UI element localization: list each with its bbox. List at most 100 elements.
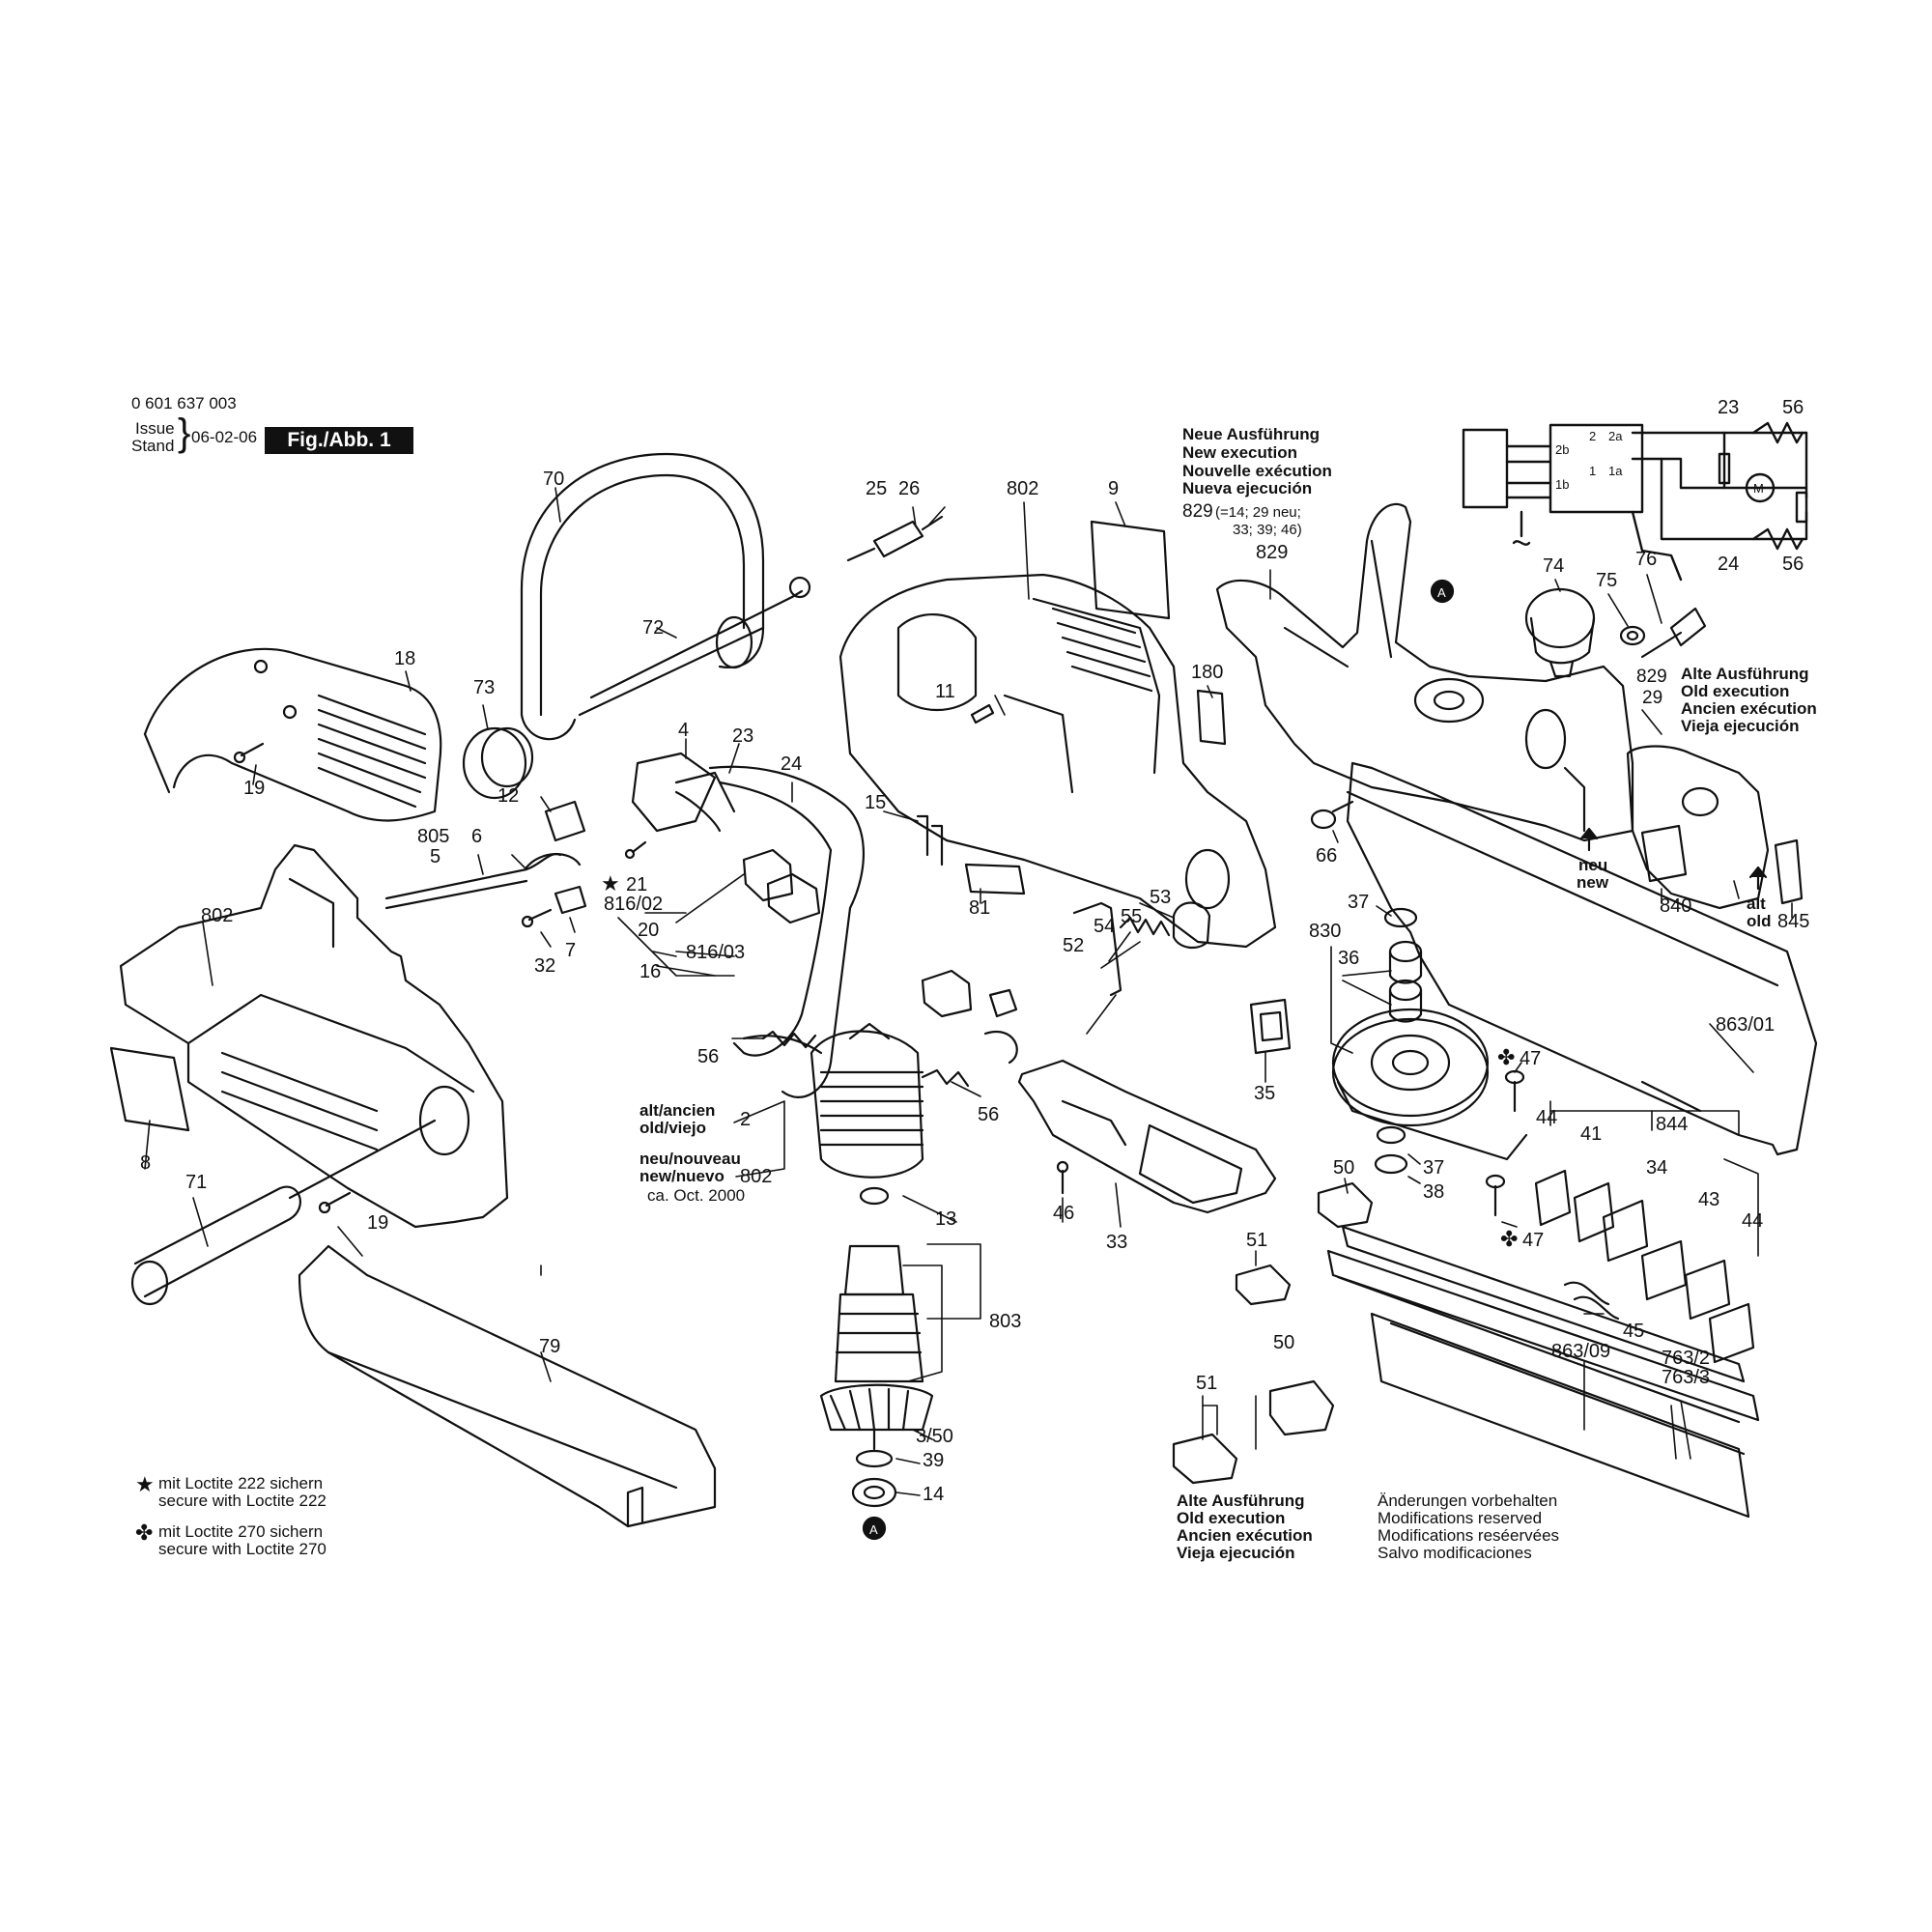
label-863-01: 863/01 xyxy=(1716,1014,1775,1036)
label-52: 52 xyxy=(1063,935,1084,956)
label-180-drawing xyxy=(1196,689,1227,746)
label-76: 76 xyxy=(1635,549,1657,570)
screw-47b-drawing xyxy=(1485,1174,1506,1217)
knob-74-drawing xyxy=(1524,587,1596,678)
part-53-drawing xyxy=(1172,901,1211,950)
label-72: 72 xyxy=(642,617,664,639)
label-44b: 44 xyxy=(1742,1210,1763,1232)
label-44a: 44 xyxy=(1536,1107,1557,1128)
label-26: 26 xyxy=(898,478,920,499)
label-73: 73 xyxy=(473,677,495,698)
lower-housing-drawing xyxy=(119,843,509,1229)
knob-drawing xyxy=(462,726,534,800)
brush-spring-left-drawing xyxy=(742,1030,823,1055)
label-2: 2 xyxy=(740,1109,751,1130)
label-16: 16 xyxy=(639,961,661,982)
washer-37-drawing xyxy=(1374,1125,1408,1175)
label-35: 35 xyxy=(1254,1083,1275,1104)
screw-21-drawing xyxy=(624,840,647,860)
cross-symbol: ✤ xyxy=(135,1520,154,1545)
label-cross-b: ✤ xyxy=(1500,1227,1518,1251)
old-execution-de: Alte Ausführung xyxy=(1681,665,1809,683)
label-863-09: 863/09 xyxy=(1551,1341,1610,1362)
saw-blade-drawing xyxy=(1346,761,1818,1156)
label-802a: 802 xyxy=(201,905,233,926)
wiring-label-56-top: 56 xyxy=(1782,397,1804,418)
screw-19a-drawing xyxy=(233,742,265,764)
label-50a: 50 xyxy=(1333,1157,1354,1179)
old-execution-en: Old execution xyxy=(1681,682,1790,700)
label-19a: 19 xyxy=(243,778,265,799)
label-24: 24 xyxy=(781,753,802,775)
stand-label: Stand xyxy=(131,437,175,455)
base-plate-drawing xyxy=(1017,1059,1277,1214)
label-816-03: 816/03 xyxy=(686,942,745,963)
label-830: 830 xyxy=(1309,921,1341,942)
label-21: 21 xyxy=(626,874,647,895)
motor-symbol: M xyxy=(1753,481,1764,496)
screw-46-drawing xyxy=(1056,1160,1069,1195)
bottom-old-execution-fr: Ancien exécution xyxy=(1177,1526,1313,1545)
spring-54-drawing xyxy=(1119,916,1171,937)
old-execution-fr: Ancien exécution xyxy=(1681,699,1817,718)
upper-housing-drawing xyxy=(838,573,1277,949)
label-56b: 56 xyxy=(978,1104,999,1125)
screw-19b-drawing xyxy=(318,1191,352,1214)
label-53: 53 xyxy=(1150,887,1171,908)
label-805: 805 xyxy=(417,826,449,847)
stator-old-1: alt/ancien xyxy=(639,1101,716,1120)
old-guide-drawing xyxy=(1626,745,1770,910)
label-845: 845 xyxy=(1777,911,1809,932)
label-71: 71 xyxy=(185,1172,207,1193)
modifications-en: Modifications reserved xyxy=(1378,1509,1543,1527)
issue-date: 06-02-06 xyxy=(191,428,258,446)
new-execution-de: Neue Ausführung xyxy=(1182,425,1320,443)
terminal-2a: 2a xyxy=(1608,429,1623,443)
label-50b: 50 xyxy=(1273,1332,1294,1353)
switch-drawing xyxy=(544,752,736,842)
long-screw-drawing xyxy=(589,576,811,699)
capacitor-drawing xyxy=(846,515,944,562)
label-19b: 19 xyxy=(367,1212,388,1234)
figure-label: Fig./Abb. 1 xyxy=(265,427,413,454)
label-3-50: 3/50 xyxy=(916,1426,953,1447)
label-47a: 47 xyxy=(1520,1048,1541,1069)
brush-holder-drawing xyxy=(742,848,821,924)
label-51b: 51 xyxy=(1196,1373,1217,1394)
legend-star-de: mit Loctite 222 sichern xyxy=(158,1474,324,1492)
screw-32-drawing xyxy=(521,908,553,928)
spring-845-drawing xyxy=(1774,838,1804,905)
new-execution-es: Nueva ejecución xyxy=(1182,479,1313,497)
armature-drawing xyxy=(819,1186,934,1508)
new-kit-contents-1: (=14; 29 neu; xyxy=(1215,504,1301,521)
old-kit-part: 29 xyxy=(1642,688,1663,708)
label-844: 844 xyxy=(1656,1114,1688,1135)
label-47b: 47 xyxy=(1522,1230,1544,1251)
saw-guide-drawing xyxy=(1215,502,1634,842)
terminal-1: 1 xyxy=(1589,464,1596,478)
label-74: 74 xyxy=(1543,555,1564,577)
new-kit-contents-2: 33; 39; 46) xyxy=(1233,522,1302,538)
base-rail-drawing xyxy=(298,1244,717,1528)
label-43: 43 xyxy=(1698,1189,1719,1210)
stator-old-2: old/viejo xyxy=(639,1119,706,1137)
star-symbol: ★ xyxy=(135,1472,155,1496)
part-50a-drawing xyxy=(1317,1181,1374,1229)
rail-763-drawing xyxy=(1370,1312,1750,1519)
handle-bow-drawing xyxy=(520,452,765,741)
gear-wheel-drawing xyxy=(1331,1008,1528,1161)
label-38: 38 xyxy=(1423,1181,1444,1203)
modifications-es: Salvo modificaciones xyxy=(1378,1544,1532,1562)
terminal-1a: 1a xyxy=(1608,464,1623,478)
label-13: 13 xyxy=(935,1208,956,1230)
bottom-old-execution-de: Alte Ausführung xyxy=(1177,1492,1305,1510)
modifications-de: Änderungen vorbehalten xyxy=(1378,1492,1558,1510)
label-180: 180 xyxy=(1191,662,1223,683)
terminal-1b: 1b xyxy=(1555,477,1569,492)
old-execution-es: Vieja ejecución xyxy=(1681,717,1800,735)
label-23: 23 xyxy=(732,725,753,747)
label-14: 14 xyxy=(923,1484,944,1505)
label-25: 25 xyxy=(866,478,887,499)
label-79: 79 xyxy=(539,1336,560,1357)
